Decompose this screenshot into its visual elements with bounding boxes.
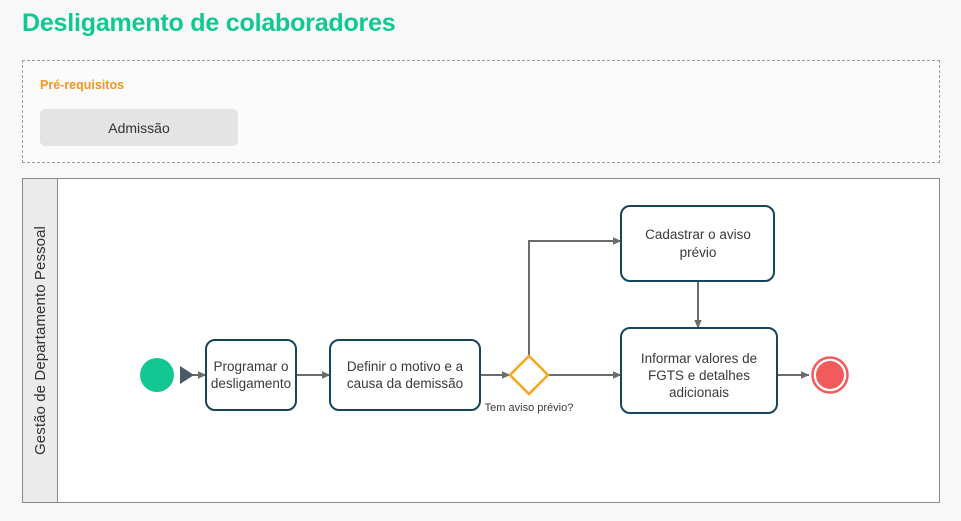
- lane-label: Gestão de Departamento Pessoal: [31, 226, 49, 455]
- task-informar-line-2: FGTS e detalhes: [648, 368, 750, 383]
- task-programar-o-desligamento[interactable]: Programar o desligamento: [205, 339, 297, 411]
- lane-body: Programar o desligamento Definir o motiv…: [58, 179, 939, 502]
- task-informar-valores-fgts[interactable]: Informar valores de FGTS e detalhes adic…: [620, 327, 778, 414]
- flow-canvas: Programar o desligamento Definir o motiv…: [140, 205, 849, 414]
- task-box: [620, 327, 778, 414]
- prerequisites-panel: Pré-requisitos Admissão: [22, 60, 940, 163]
- task-definir-line-1: Definir o motivo e a: [347, 359, 464, 374]
- task-box: [620, 205, 775, 282]
- page-title: Desligamento de colaboradores: [22, 9, 396, 37]
- process-pool: Gestão de Departamento Pessoal: [22, 178, 940, 503]
- task-box: [205, 339, 297, 411]
- task-box: [329, 339, 481, 411]
- lane-header: Gestão de Departamento Pessoal: [23, 179, 58, 502]
- task-cadastrar-line-1: Cadastrar o aviso: [645, 227, 751, 242]
- task-definir-o-motivo[interactable]: Definir o motivo e a causa da demissão: [329, 339, 481, 411]
- gateway-tem-aviso-previo[interactable]: Tem aviso prévio?: [485, 354, 574, 414]
- task-definir-line-2: causa da demissão: [347, 376, 463, 391]
- task-cadastrar-o-aviso-previo[interactable]: Cadastrar o aviso prévio: [620, 205, 775, 282]
- end-event-inner-disc: [816, 361, 844, 389]
- task-cadastrar-line-2: prévio: [680, 245, 717, 260]
- task-informar-line-1: Informar valores de: [641, 351, 757, 366]
- start-play-marker-icon: [180, 366, 194, 384]
- gateway-diamond: [508, 354, 550, 396]
- connector-gateway-to-cadastrar: [528, 237, 622, 356]
- prerequisite-chip-admissao[interactable]: Admissão: [40, 109, 238, 146]
- gateway-label: Tem aviso prévio?: [485, 402, 574, 414]
- start-event[interactable]: [140, 358, 174, 392]
- task-programar-line-1: Programar o: [213, 359, 288, 374]
- prerequisites-heading: Pré-requisitos: [40, 78, 125, 92]
- end-event-outer-ring: [811, 356, 849, 394]
- end-event[interactable]: [811, 356, 849, 394]
- task-programar-line-2: desligamento: [211, 376, 291, 391]
- task-informar-line-3: adicionais: [669, 385, 729, 400]
